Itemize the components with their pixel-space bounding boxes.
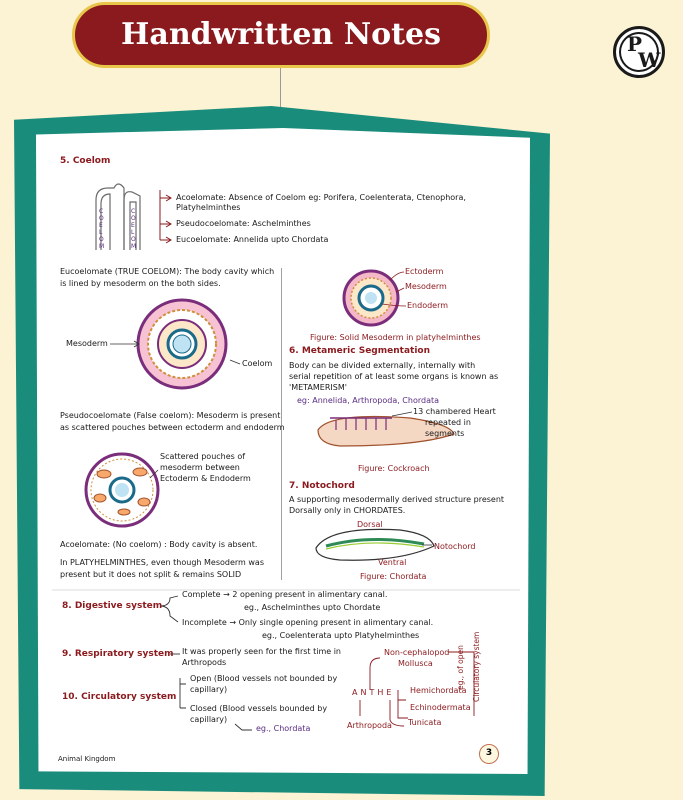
solid-mesoderm-caption: Figure: Solid Mesoderm in platyhelminthe… bbox=[310, 333, 481, 342]
page-number: 3 bbox=[479, 744, 499, 764]
digestive-incomplete-example: eg., Coelenterata upto Platyhelminthes bbox=[262, 631, 420, 640]
metameric-line-3: 'METAMERISM' bbox=[289, 383, 347, 392]
metameric-example: eg: Annelida, Arthropoda, Chordata bbox=[297, 396, 440, 405]
notochord-heading: 7. Notochord bbox=[289, 481, 355, 491]
solid-mesoderm-diagram bbox=[342, 269, 400, 327]
acoelomate-line2: Platyhelminthes bbox=[176, 203, 241, 212]
chapter-footer: Animal Kingdom bbox=[58, 755, 116, 763]
tunicata-label: Tunicata bbox=[408, 718, 442, 727]
pseudocoelomate-definition-2: as scattered pouches between ectoderm an… bbox=[60, 423, 285, 432]
pw-logo: P W bbox=[613, 26, 665, 78]
side-note-1: eg., of open bbox=[456, 645, 465, 690]
metameric-line-2: serial repetition of at least some organ… bbox=[289, 372, 499, 381]
respiratory-line-1: It was properly seen for the first time … bbox=[182, 647, 341, 656]
circulatory-closed-2: capillary) bbox=[190, 715, 228, 724]
coelom-heading: 5. Coelom bbox=[60, 156, 111, 166]
pouches-note-2: mesoderm between bbox=[160, 463, 240, 472]
echinodermata-label: Echinodermata bbox=[410, 703, 471, 712]
digestive-incomplete: Incomplete → Only single opening present… bbox=[182, 618, 434, 627]
notochord-diagram bbox=[315, 528, 435, 561]
eucoelomate-line: Eucoelomate: Annelida upto Chordata bbox=[176, 235, 329, 244]
digestive-complete: Complete → 2 opening present in alimenta… bbox=[182, 590, 388, 599]
acoelomate-definition-1: Acoelomate: (No coelom) : Body cavity is… bbox=[60, 540, 258, 549]
anthe-label: ANTHE bbox=[352, 688, 395, 697]
acoelomate-definition-3: present but it does not split & remains … bbox=[60, 570, 242, 579]
pouches-note-1: Scattered pouches of bbox=[160, 452, 246, 461]
digestive-complete-example: eg., Aschelminthes upto Chordate bbox=[244, 603, 381, 612]
column-divider bbox=[281, 268, 282, 580]
coelom-tubes-diagram bbox=[95, 183, 141, 250]
heart-note-3: segments bbox=[425, 429, 465, 438]
cockroach-caption: Figure: Cockroach bbox=[358, 464, 430, 473]
noncephalopod-label: Non-cephalopod bbox=[384, 648, 450, 657]
pouches-note-3: Ectoderm & Endoderm bbox=[160, 474, 251, 483]
circulatory-closed-1: Closed (Blood vessels bounded by bbox=[190, 704, 328, 713]
acoelomate-definition-2: In PLATYHELMINTHES, even though Mesoderm… bbox=[60, 558, 264, 567]
tube-letters-left: COELOM bbox=[99, 208, 105, 250]
ectoderm-label: Ectoderm bbox=[405, 267, 444, 276]
pseudocoelomate-diagram bbox=[84, 452, 160, 528]
dorsal-label: Dorsal bbox=[357, 520, 383, 529]
cockroach-diagram bbox=[317, 415, 455, 447]
heart-note-2: repeated in bbox=[425, 418, 471, 427]
hemichordata-label: Hemichordata bbox=[410, 686, 467, 695]
ventral-label: Ventral bbox=[378, 558, 407, 567]
mesoderm-solid-label: Mesoderm bbox=[405, 282, 447, 291]
heart-note-1: 13 chambered Heart bbox=[413, 407, 496, 416]
respiratory-line-2: Arthropods bbox=[182, 658, 227, 667]
eucoelomate-definition-1: Eucoelomate (TRUE COELOM): The body cavi… bbox=[60, 267, 275, 276]
circulatory-heading: 10. Circulatory system bbox=[62, 692, 177, 702]
circulatory-closed-example: eg., Chordata bbox=[256, 724, 311, 733]
notochord-line-1: A supporting mesodermally derived struct… bbox=[289, 495, 505, 504]
acoelomate-line: Acoelomate: Absence of Coelom eg: Porife… bbox=[176, 193, 466, 202]
mollusca-label: Mollusca bbox=[398, 659, 433, 668]
notes-paper bbox=[36, 128, 530, 774]
mesoderm-label: Mesoderm bbox=[66, 339, 108, 348]
notochord-label: Notochord bbox=[434, 542, 476, 551]
pseudocoelomate-line: Pseudocoelomate: Aschelminthes bbox=[176, 219, 311, 228]
tube-letters-right: COELOM bbox=[131, 208, 137, 250]
circulatory-open-1: Open (Blood vessels not bounded by bbox=[190, 674, 338, 683]
side-note-2: Circulatory system bbox=[472, 631, 481, 702]
chordata-caption: Figure: Chordata bbox=[360, 572, 427, 581]
eucoelomate-definition-2: is lined by mesoderm on the both sides. bbox=[60, 279, 221, 288]
endoderm-label: Endoderm bbox=[407, 301, 449, 310]
circulatory-open-2: capillary) bbox=[190, 685, 228, 694]
metameric-heading: 6. Metameric Segmentation bbox=[289, 346, 430, 356]
pseudocoelomate-definition-1: Pseudocoelomate (False coelom): Mesoderm… bbox=[60, 411, 281, 420]
notochord-line-2: Dorsally only in CHORDATES. bbox=[289, 506, 406, 515]
digestive-heading: 8. Digestive system bbox=[62, 601, 163, 611]
eucoelomate-diagram bbox=[136, 298, 228, 390]
logo-letter-p: P bbox=[627, 32, 643, 56]
arthropoda-label: Arthropoda bbox=[347, 721, 392, 730]
pin-string bbox=[280, 68, 281, 138]
logo-letter-w: W bbox=[638, 48, 661, 72]
page-title: Handwritten Notes bbox=[72, 2, 490, 68]
coelom-label: Coelom bbox=[242, 359, 273, 368]
metameric-line-1: Body can be divided externally, internal… bbox=[289, 361, 476, 370]
respiratory-heading: 9. Respiratory system bbox=[62, 649, 174, 659]
